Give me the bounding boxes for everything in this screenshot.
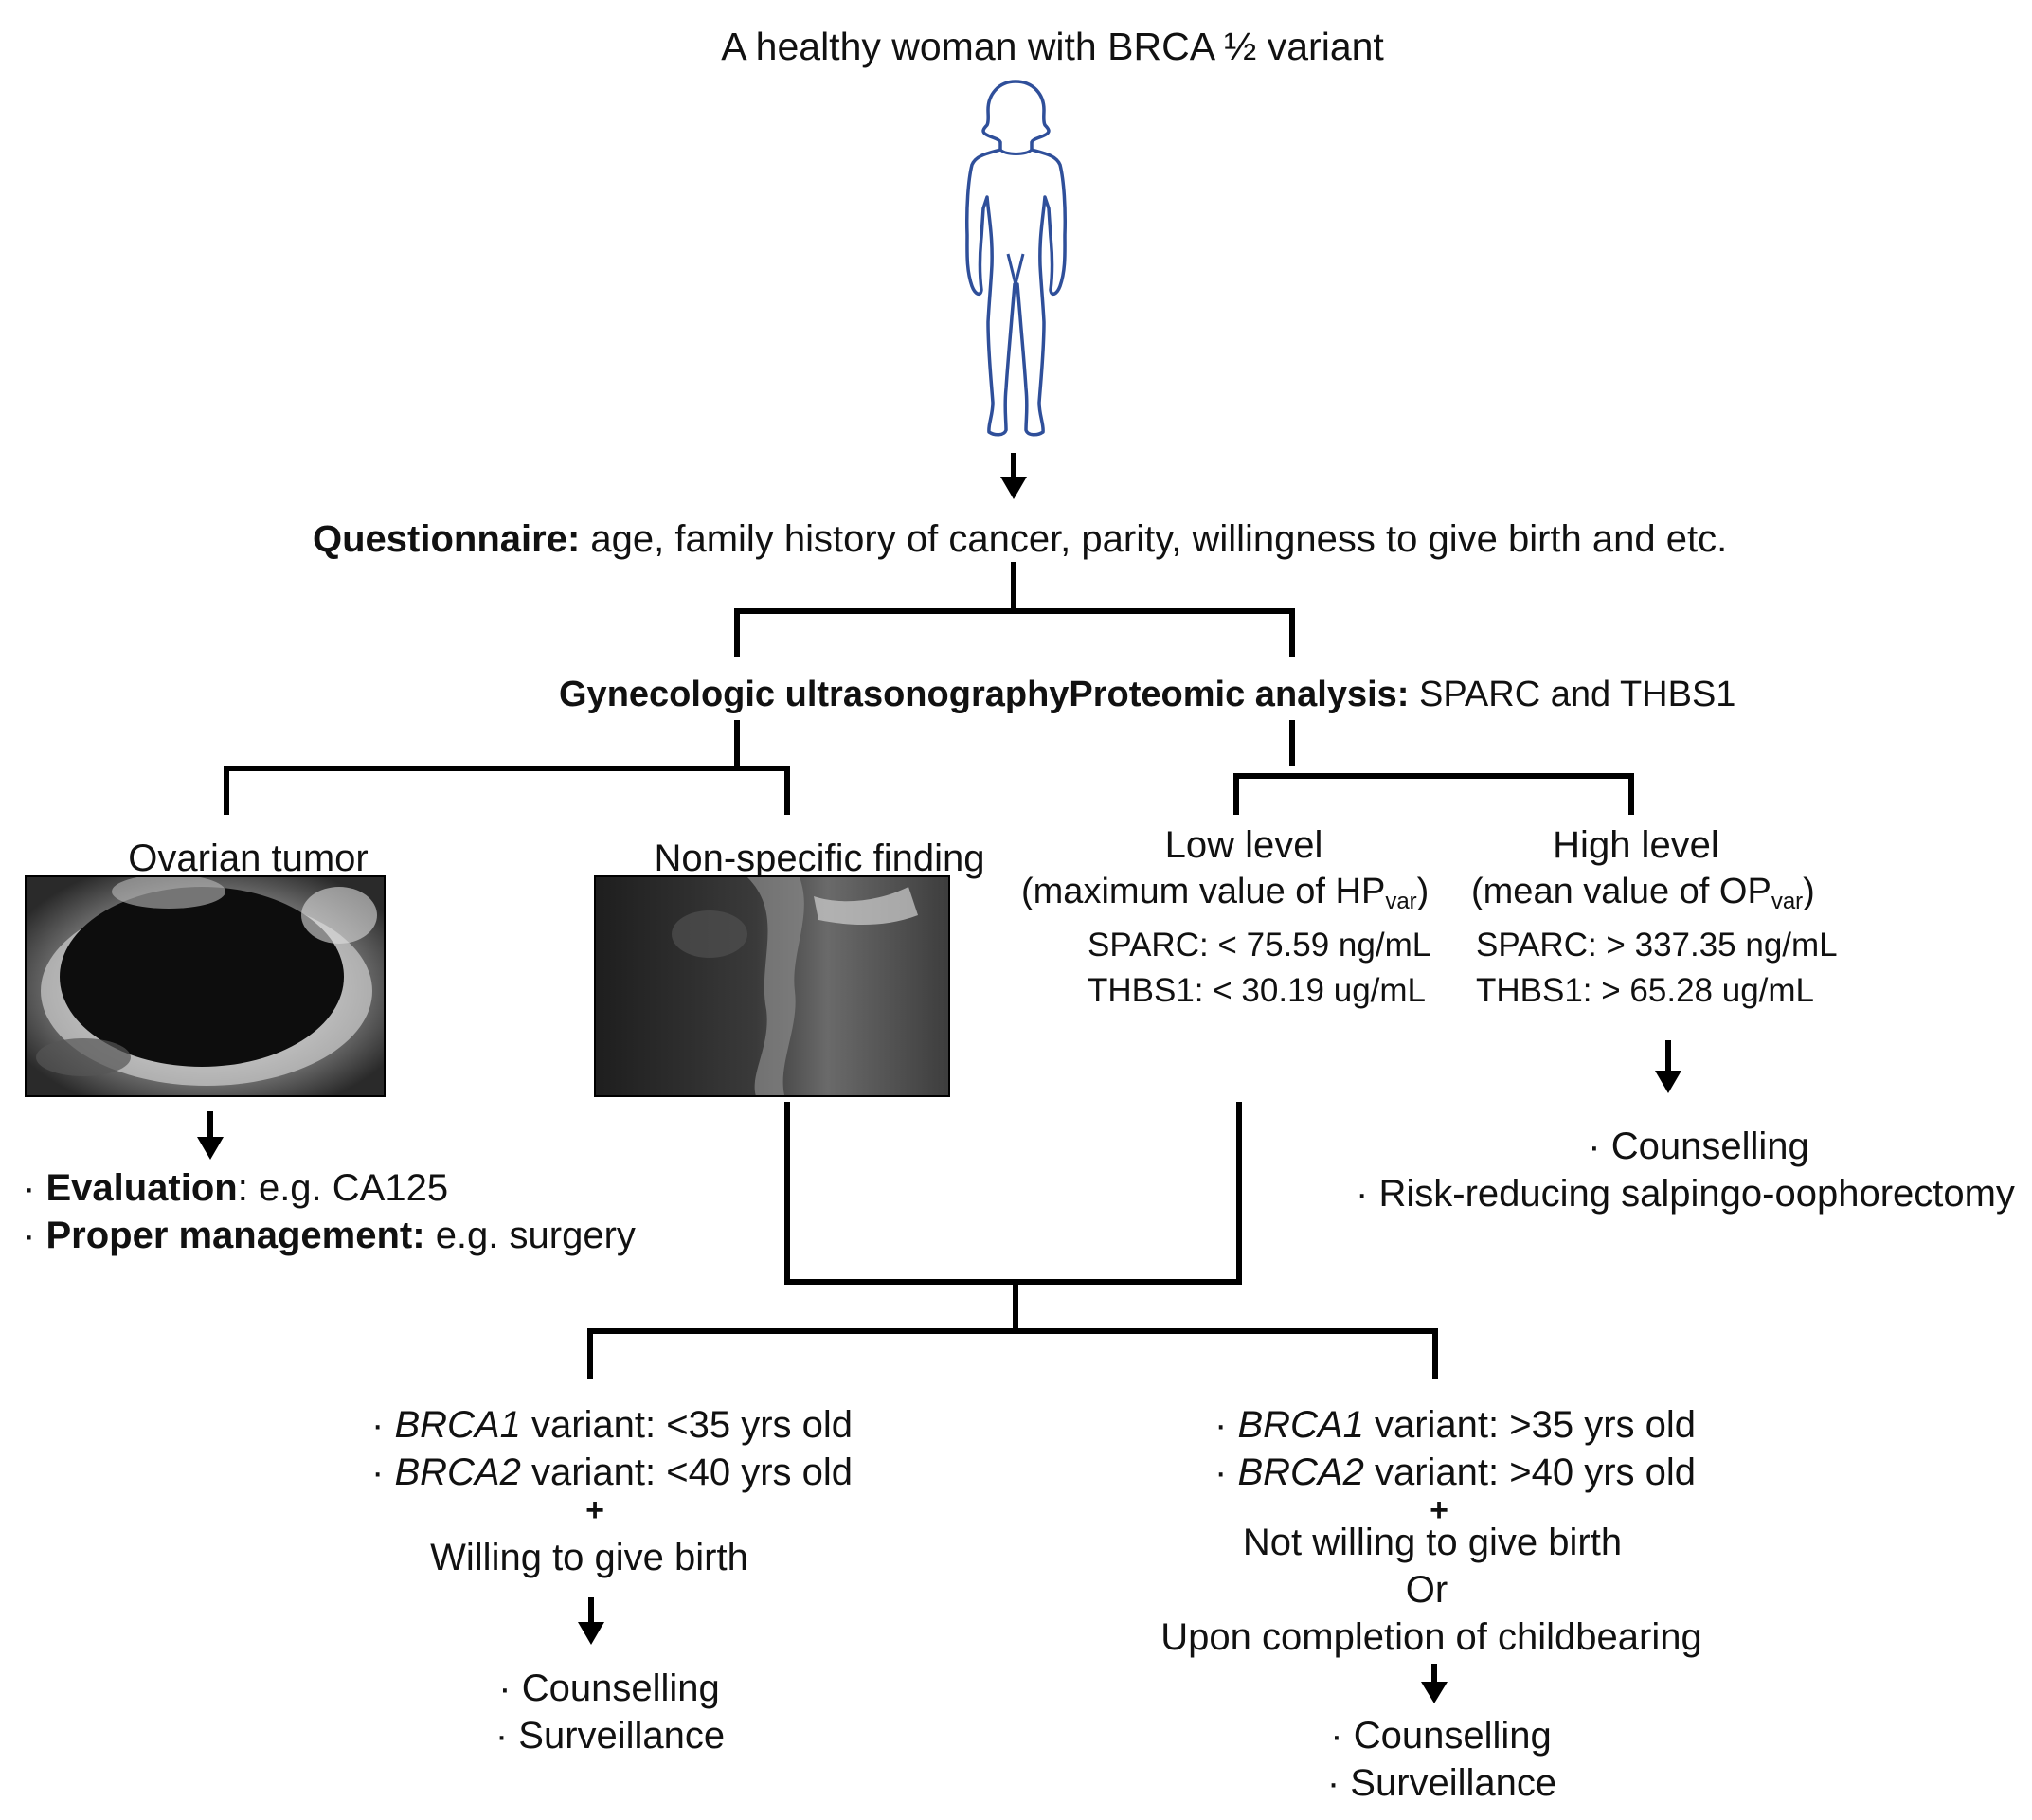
old-condition-2: Upon completion of childbearing	[1160, 1616, 1702, 1658]
young-brca1-bullet: ·	[370, 1404, 385, 1446]
low-level-sparc: SPARC: < 75.59 ng/mL	[1088, 927, 1431, 964]
nonspecific-finding-label: Non-specific finding	[654, 838, 985, 879]
low-level-title: Low level	[1164, 824, 1323, 866]
tumor-management: · Proper management: e.g. surgery	[23, 1216, 636, 1254]
high-level-sparc: SPARC: > 337.35 ng/mL	[1476, 927, 1838, 964]
methods-line: Gynecologic ultrasonographyProteomic ana…	[559, 676, 1735, 712]
proteomic-label: Proteomic analysis:	[1069, 675, 1410, 714]
old-brca2-bullet: ·	[1214, 1451, 1228, 1493]
ovarian-tumor-label: Ovarian tumor	[128, 838, 369, 879]
young-brca2-bullet: ·	[370, 1451, 385, 1493]
young-brca1: · BRCA1 variant: <35 yrs old	[371, 1406, 853, 1444]
young-brca2-text: variant: <40 yrs old	[530, 1451, 854, 1493]
old-brca1-text: variant: >35 yrs old	[1374, 1404, 1697, 1446]
nonspecific-ultrasound-image	[594, 875, 950, 1097]
young-action-counselling: · Counselling	[498, 1667, 720, 1709]
old-brca1-gene: BRCA1	[1237, 1404, 1364, 1446]
young-action-surveillance: · Surveillance	[495, 1715, 726, 1757]
questionnaire-line: Questionnaire: age, family history of ca…	[313, 520, 1727, 558]
old-brca2: · BRCA2 variant: >40 yrs old	[1214, 1453, 1696, 1491]
low-level-sub-pre: (maximum value of HP	[1021, 872, 1386, 911]
high-level-thbs1: THBS1: > 65.28 ug/mL	[1476, 972, 1815, 1009]
old-brca2-text: variant: >40 yrs old	[1374, 1451, 1697, 1493]
tumor-evaluation-label: Evaluation	[45, 1167, 238, 1209]
tumor-management-text: e.g. surgery	[435, 1215, 636, 1256]
questionnaire-label: Questionnaire:	[313, 518, 581, 560]
young-brca1-gene: BRCA1	[394, 1404, 521, 1446]
old-brca1: · BRCA1 variant: >35 yrs old	[1214, 1406, 1696, 1444]
woman-figure-icon	[965, 80, 1067, 437]
old-action-surveillance: · Surveillance	[1326, 1762, 1557, 1804]
low-level-subtitle: (maximum value of HPvar)	[1021, 872, 1430, 913]
ultrasound-label: Gynecologic ultrasonography	[559, 675, 1070, 714]
tumor-evaluation-text: : e.g. CA125	[237, 1167, 449, 1209]
old-or: Or	[1405, 1569, 1448, 1611]
low-level-sub-post: )	[1416, 872, 1430, 911]
young-brca2-gene: BRCA2	[394, 1451, 521, 1493]
low-level-thbs1: THBS1: < 30.19 ug/mL	[1088, 972, 1427, 1009]
high-level-sub-pre: (mean value of OP	[1471, 872, 1771, 911]
high-action-counselling: · Counselling	[1588, 1126, 1809, 1167]
young-plus: +	[585, 1492, 604, 1528]
old-brca2-gene: BRCA2	[1237, 1451, 1364, 1493]
low-level-sub-sub: var	[1385, 889, 1417, 914]
young-brca2: · BRCA2 variant: <40 yrs old	[371, 1453, 853, 1491]
tumor-management-label: Proper management:	[45, 1215, 425, 1256]
ovarian-tumor-ultrasound-image	[25, 875, 386, 1097]
old-condition-1: Not willing to give birth	[1242, 1522, 1623, 1563]
young-brca1-text: variant: <35 yrs old	[530, 1404, 854, 1446]
tumor-management-bullet: ·	[23, 1215, 36, 1256]
high-level-sub-sub: var	[1771, 889, 1804, 914]
old-brca1-bullet: ·	[1214, 1404, 1228, 1446]
tumor-evaluation-bullet: ·	[23, 1167, 36, 1209]
high-level-title: High level	[1553, 824, 1719, 866]
old-action-counselling: · Counselling	[1330, 1715, 1552, 1757]
high-action-rrso: · Risk-reducing salpingo-oophorectomy	[1356, 1173, 2015, 1215]
tumor-evaluation: · Evaluation: e.g. CA125	[23, 1169, 448, 1207]
proteomic-text: SPARC and THBS1	[1419, 675, 1736, 714]
young-condition: Willing to give birth	[430, 1537, 748, 1578]
high-level-subtitle: (mean value of OPvar)	[1471, 872, 1815, 913]
high-level-sub-post: )	[1803, 872, 1815, 911]
diagram-title: A healthy woman with BRCA ½ variant	[721, 25, 1384, 68]
old-plus: +	[1430, 1492, 1448, 1528]
questionnaire-text: age, family history of cancer, parity, w…	[590, 518, 1728, 560]
